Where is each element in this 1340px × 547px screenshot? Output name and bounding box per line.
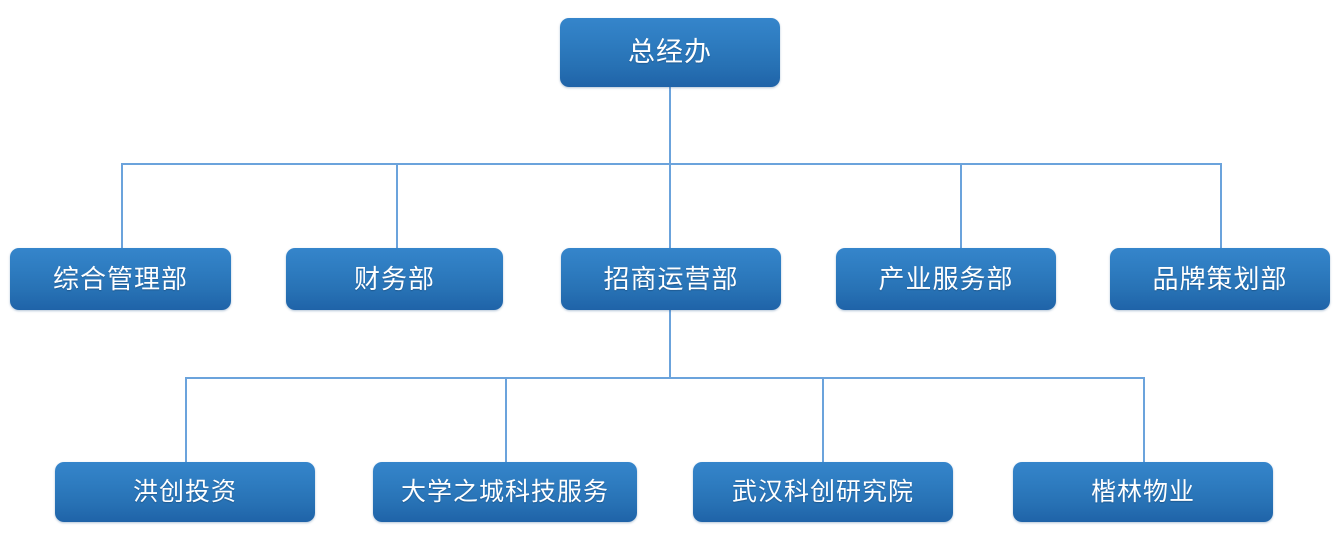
connector-level1-drop-3 [960,163,962,248]
connector-level2-drop-3 [1143,377,1145,462]
connector-level2-drop-2 [822,377,824,462]
org-node-dept-admin[interactable]: 综合管理部 [10,248,231,310]
org-node-label: 楷林物业 [1090,477,1195,506]
org-node-label: 洪创投资 [132,477,237,506]
org-node-sub-research[interactable]: 武汉科创研究院 [693,462,953,522]
org-node-sub-university[interactable]: 大学之城科技服务 [373,462,637,522]
connector-level1-drop-1 [396,163,398,248]
org-node-sub-hongchuang[interactable]: 洪创投资 [55,462,315,522]
connector-investment-stem [669,310,671,377]
connector-level1-drop-0 [121,163,123,248]
org-node-dept-finance[interactable]: 财务部 [286,248,503,310]
org-node-label: 财务部 [353,264,435,294]
org-node-sub-property[interactable]: 楷林物业 [1013,462,1273,522]
org-node-dept-brand[interactable]: 品牌策划部 [1110,248,1330,310]
org-node-label: 武汉科创研究院 [731,477,914,506]
connector-level1-drop-2 [669,163,671,248]
org-node-label: 品牌策划部 [1152,264,1288,294]
connector-level1-drop-4 [1220,163,1222,248]
org-node-dept-investment[interactable]: 招商运营部 [561,248,781,310]
connector-level2-drop-1 [505,377,507,462]
org-node-root[interactable]: 总经办 [560,18,780,87]
org-node-label: 综合管理部 [52,264,188,294]
org-node-label: 招商运营部 [603,264,739,294]
connector-level2-bus [185,377,1143,379]
connector-level2-drop-0 [185,377,187,462]
org-node-label: 总经办 [628,37,712,67]
org-node-label: 大学之城科技服务 [400,477,609,506]
org-node-label: 产业服务部 [878,264,1014,294]
connector-root-stem [669,87,671,163]
org-node-dept-industry[interactable]: 产业服务部 [836,248,1056,310]
